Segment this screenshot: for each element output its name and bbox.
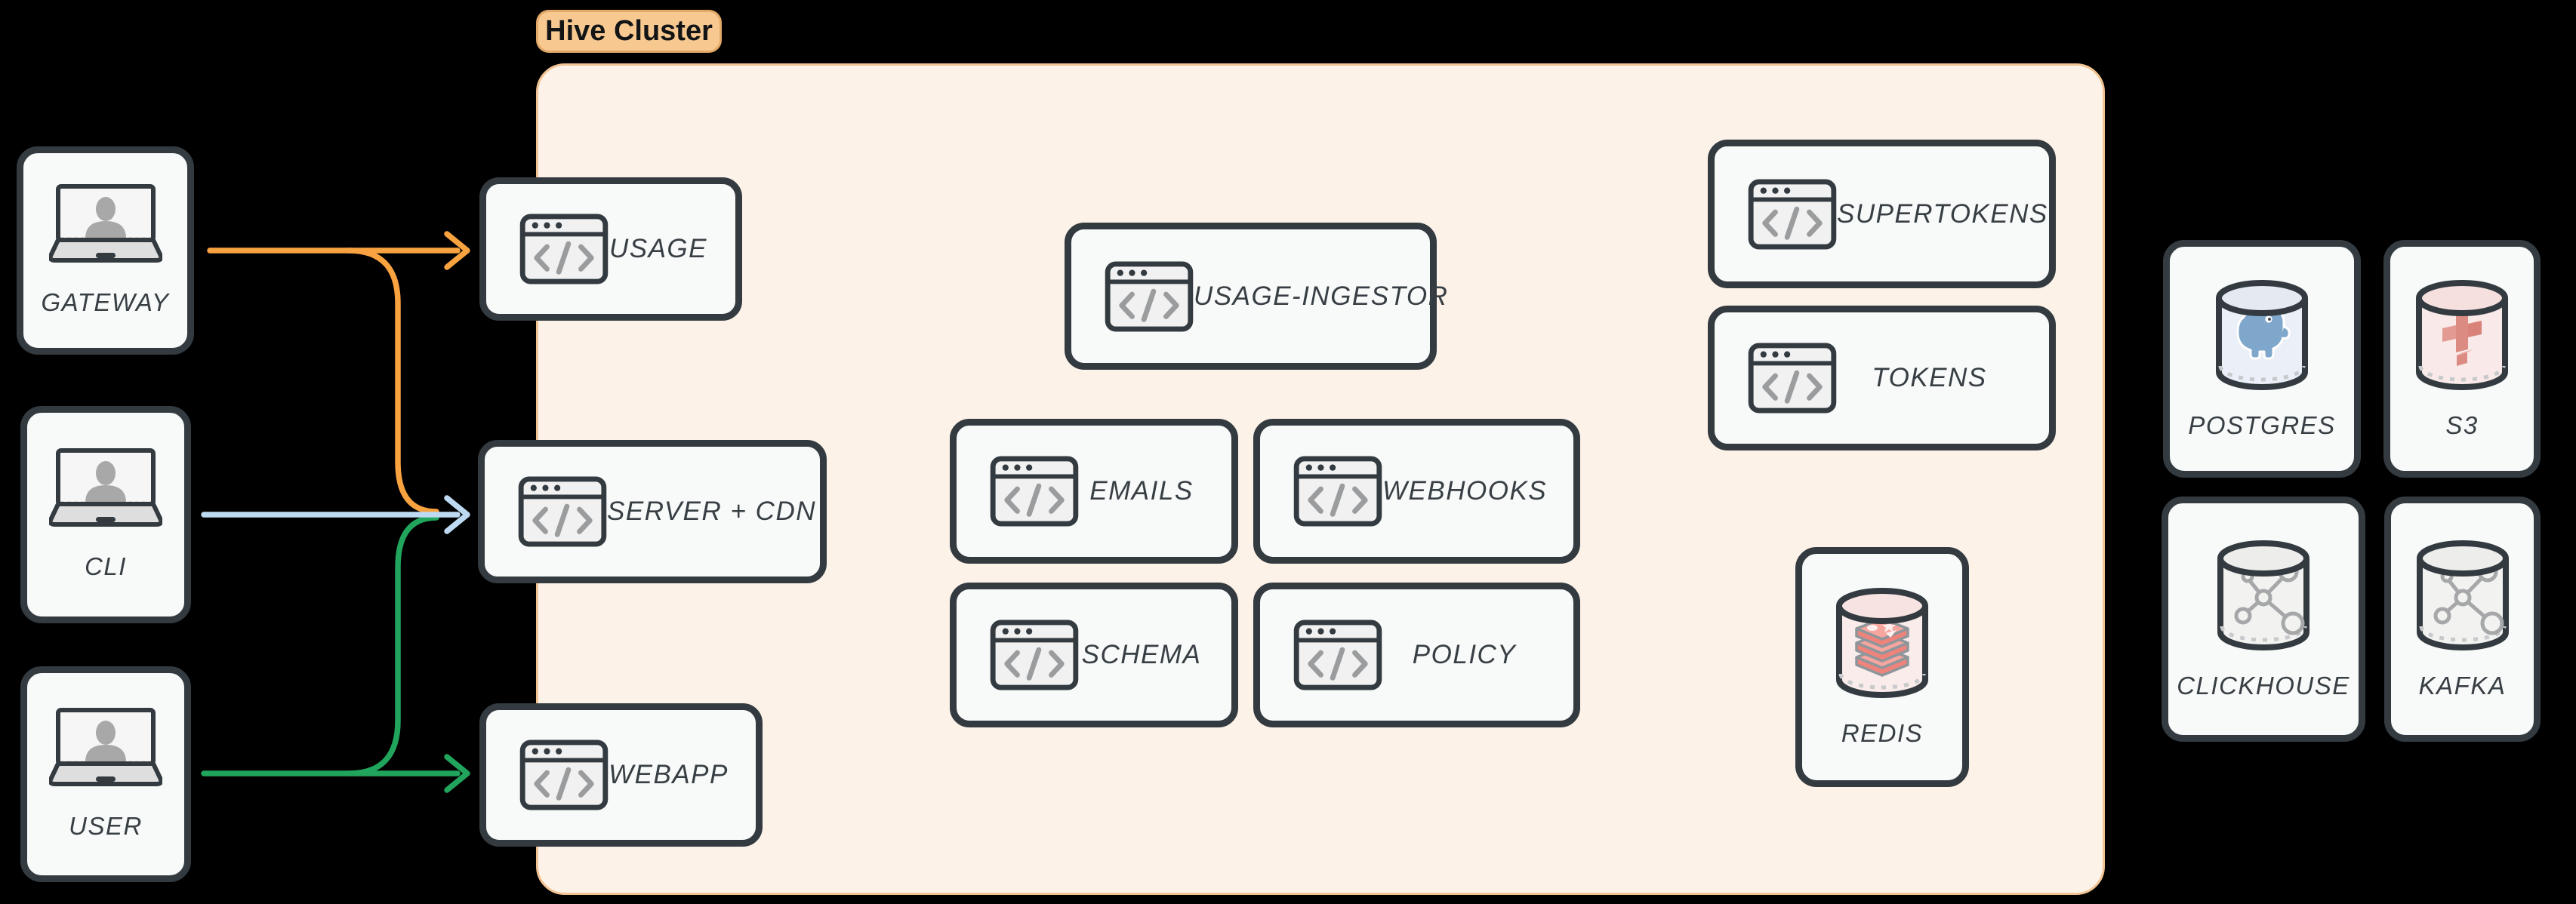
node-label: USAGE-INGESTOR (1194, 281, 1449, 311)
laptop-user-icon (49, 708, 162, 786)
node-webhooks[interactable]: WEBHOOKS (1253, 419, 1580, 564)
code-window-icon (1748, 179, 1837, 250)
node-label: SUPERTOKENS (1837, 198, 2048, 229)
code-window-icon (990, 456, 1079, 527)
node-usage[interactable]: USAGE (479, 177, 742, 321)
node-label: SERVER + CDN (607, 497, 817, 526)
s3-database-icon (2413, 278, 2511, 392)
edge-user-server-arrow (346, 515, 439, 776)
code-window-icon (990, 620, 1079, 690)
node-label: REDIS (1841, 719, 1924, 747)
node-clickhouse[interactable]: CLICKHOUSE (2162, 497, 2365, 742)
node-label: USER (69, 812, 143, 840)
node-label: WEBAPP (609, 760, 729, 789)
code-window-icon (519, 214, 609, 284)
code-window-icon (519, 739, 609, 810)
node-label: WEBHOOKS (1382, 476, 1548, 506)
node-label: GATEWAY (41, 288, 170, 316)
hive-cluster-label: Hive Cluster (536, 10, 722, 53)
code-window-icon (1293, 456, 1382, 527)
node-label: POSTGRES (2188, 410, 2336, 439)
node-server-cdn[interactable]: SERVER + CDN (478, 440, 827, 583)
laptop-user-icon (49, 448, 162, 527)
node-policy[interactable]: POLICY (1253, 583, 1580, 727)
node-label: CLICKHOUSE (2177, 671, 2350, 700)
node-label: CLI (85, 552, 127, 580)
node-postgres[interactable]: POSTGRES (2163, 240, 2361, 478)
node-label: TOKENS (1872, 363, 1987, 392)
edge-gateway-server-arrow (346, 248, 439, 515)
node-label: KAFKA (2418, 671, 2507, 700)
node-schema[interactable]: SCHEMA (950, 583, 1238, 727)
node-label: POLICY (1412, 640, 1517, 669)
node-tokens[interactable]: TOKENS (1708, 306, 2056, 450)
node-label: SCHEMA (1081, 640, 1202, 669)
node-emails[interactable]: EMAILS (950, 419, 1238, 564)
code-window-icon (1105, 261, 1194, 332)
laptop-user-icon (49, 184, 162, 263)
node-kafka[interactable]: KAFKA (2384, 497, 2541, 742)
edge-gateway-usage-arrow (207, 231, 470, 270)
code-window-icon (1293, 620, 1382, 690)
postgres-database-icon (2213, 278, 2311, 392)
node-label: USAGE (609, 234, 708, 263)
redis-database-icon (1833, 586, 1931, 700)
node-usage-ingestor[interactable]: USAGE-INGESTOR (1065, 223, 1447, 370)
node-s3[interactable]: S3 (2383, 240, 2541, 478)
node-gateway[interactable]: GATEWAY (17, 146, 194, 355)
kafka-database-icon (2414, 539, 2512, 652)
node-supertokens[interactable]: SUPERTOKENS (1708, 140, 2056, 288)
node-user[interactable]: USER (20, 666, 191, 882)
clickhouse-database-icon (2214, 539, 2313, 652)
node-label: EMAILS (1089, 476, 1194, 506)
edge-user-webapp-arrow (201, 754, 470, 793)
node-label: S3 (2445, 410, 2479, 439)
code-window-icon (1748, 343, 1837, 414)
node-cli[interactable]: CLI (20, 406, 191, 623)
node-redis[interactable]: REDIS (1795, 547, 1969, 787)
node-webapp[interactable]: WEBAPP (479, 703, 763, 847)
edge-cli-server-arrow (201, 495, 470, 534)
code-window-icon (518, 476, 607, 547)
